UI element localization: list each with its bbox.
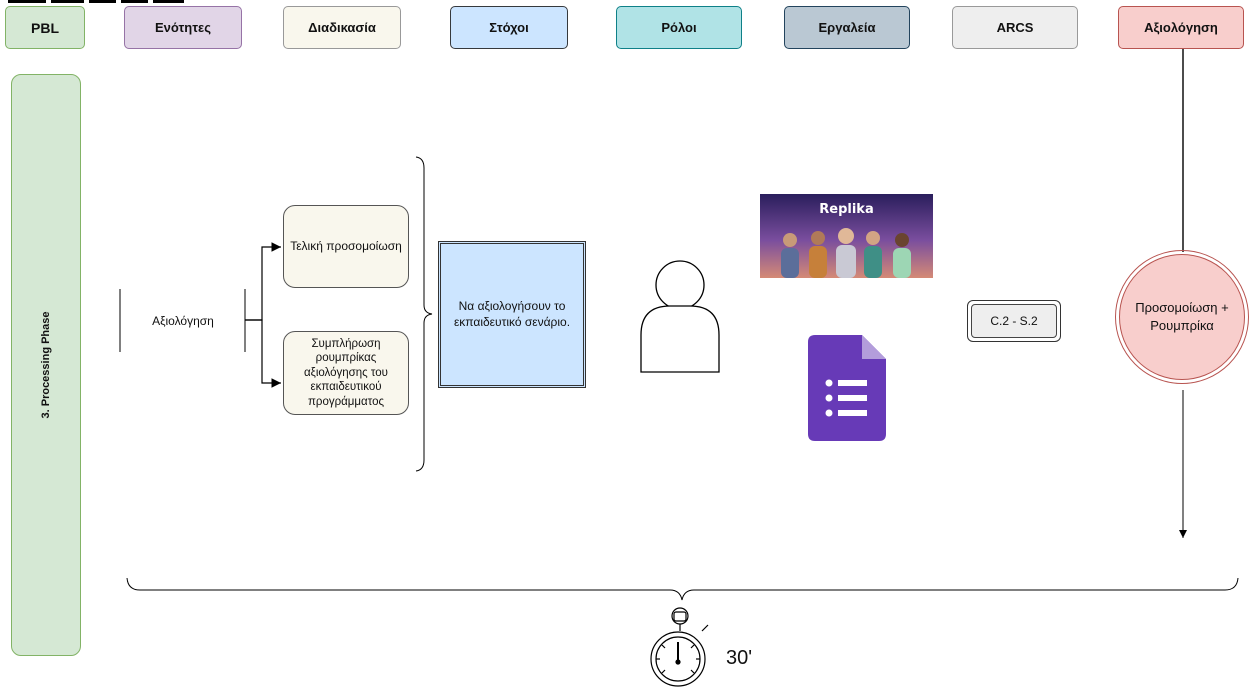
goal-box: Να αξιολογήσουν το εκπαιδευτικό σενάριο.: [438, 241, 586, 388]
evaluation-text: Προσομοίωση + Ρουμπρίκα: [1119, 254, 1245, 380]
arrow-to-step1: [245, 242, 281, 321]
header-evaluation: Αξιολόγηση: [1118, 6, 1244, 49]
timer-label: 30': [726, 647, 753, 669]
bottom-brace: [126, 577, 1239, 601]
google-forms-icon: [808, 335, 886, 441]
replika-image: Replika: [760, 194, 933, 278]
phase-box: 3. Processing Phase: [11, 74, 81, 656]
user-icon: [640, 260, 720, 373]
header-goals: Στόχοι: [450, 6, 568, 49]
header-arcs: ARCS: [952, 6, 1078, 49]
process-step-rubric: Συμπλήρωση ρουμπρίκας αξιολόγησης του εκ…: [283, 331, 409, 415]
header-units: Ενότητες: [124, 6, 242, 49]
header-roles: Ρόλοι: [616, 6, 742, 49]
arcs-code-box: C.2 - S.2: [967, 300, 1061, 342]
cropped-title-underline: [8, 0, 184, 6]
evaluation-circle: Προσομοίωση + Ρουμπρίκα: [1115, 250, 1249, 384]
replika-avatars: [781, 228, 911, 278]
stopwatch-icon: [650, 607, 709, 687]
header-process: Διαδικασία: [283, 6, 401, 49]
process-step-final-simulation: Τελική προσομοίωση: [283, 205, 409, 288]
arcs-code: C.2 - S.2: [971, 304, 1057, 338]
unit-label: Αξιολόγηση: [152, 314, 214, 328]
arrow-to-step2: [245, 319, 281, 388]
header-tools: Εργαλεία: [784, 6, 910, 49]
replika-logo: Replika: [819, 202, 874, 217]
header-pbl: PBL: [5, 6, 85, 49]
process-brace: [415, 156, 433, 472]
